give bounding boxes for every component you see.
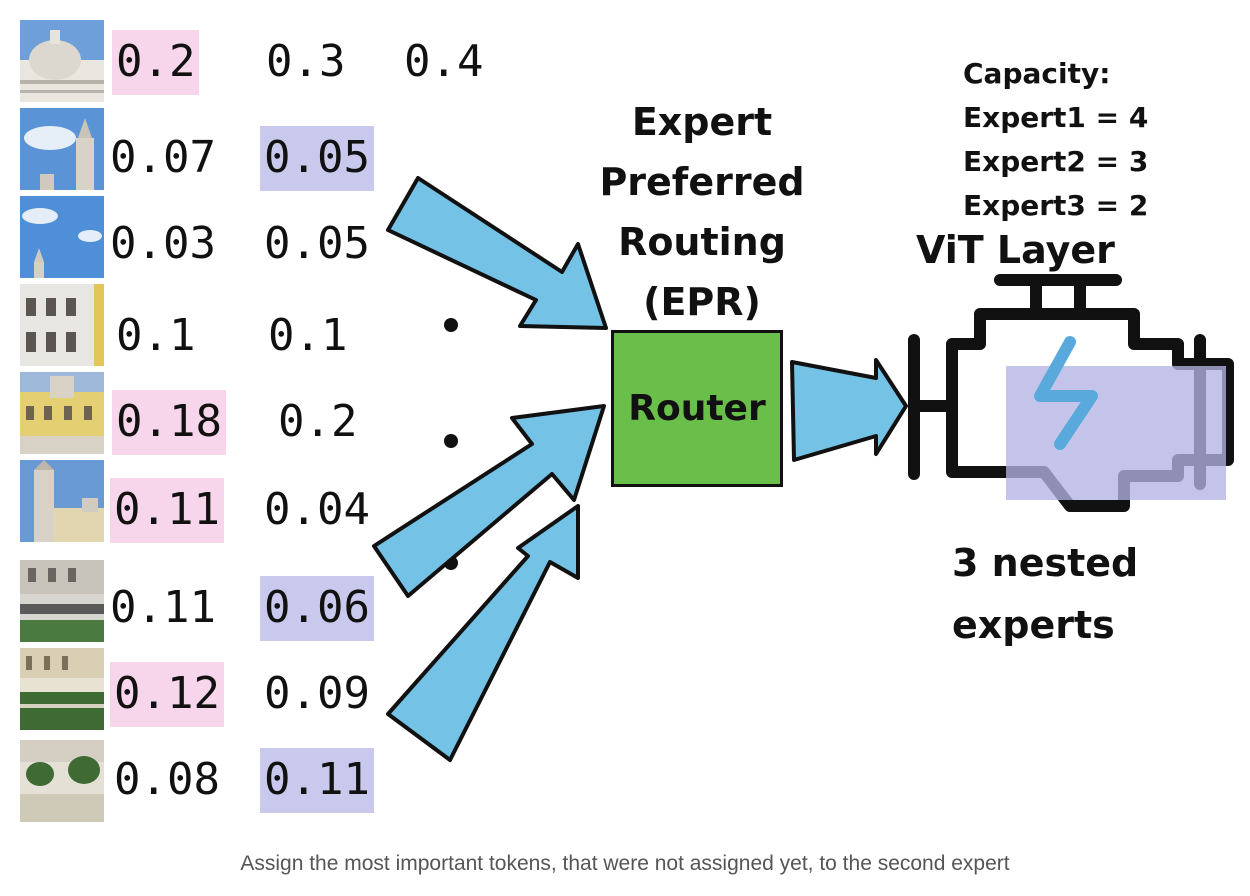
score-r8-c1: 0.12	[110, 662, 224, 727]
capacity-expert3: Expert3 = 2	[963, 189, 1149, 222]
token-image-5	[20, 372, 104, 454]
score-r7-c2: 0.06	[260, 576, 374, 641]
score-r1-c1: 0.2	[112, 30, 200, 95]
score-r2-c1: 0.07	[110, 132, 216, 183]
score-r6-c1: 0.11	[110, 478, 224, 543]
token-image-4	[20, 284, 104, 366]
figure-caption: Assign the most important tokens, that w…	[240, 852, 1010, 875]
ellipsis-dot-1	[444, 318, 458, 332]
arrow-icon	[386, 176, 608, 330]
lightning-bolt-icon	[1034, 336, 1098, 450]
score-r4-c1: 0.1	[116, 310, 196, 361]
epr-line-1: Expert	[631, 100, 773, 144]
token-image-1	[20, 20, 104, 102]
epr-line-2: Preferred	[599, 160, 805, 204]
token-image-9	[20, 740, 104, 822]
capacity-block: Capacity: Expert1 = 4 Expert2 = 3 Expert…	[963, 52, 1148, 228]
token-image-3	[20, 196, 104, 278]
epr-line-3: Routing	[618, 220, 786, 264]
score-r7-c1: 0.11	[110, 582, 216, 633]
score-r2-c2: 0.05	[260, 126, 374, 191]
token-image-8	[20, 648, 104, 730]
score-r9-c2: 0.11	[260, 748, 374, 813]
epr-line-4: (EPR)	[643, 280, 761, 324]
score-r5-c2: 0.2	[278, 396, 358, 447]
score-r3-c1: 0.03	[110, 218, 216, 269]
score-r1-c3: 0.4	[404, 36, 484, 87]
nested-experts-label: 3 nested experts	[952, 532, 1138, 656]
score-r4-c2: 0.1	[268, 310, 348, 361]
token-image-7	[20, 560, 104, 642]
epr-title: Expert Preferred Routing (EPR)	[592, 92, 812, 332]
capacity-expert2: Expert2 = 3	[963, 145, 1149, 178]
capacity-expert1: Expert1 = 4	[963, 101, 1149, 134]
token-image-6	[20, 460, 104, 542]
router-box: Router	[611, 330, 783, 487]
score-r8-c2: 0.09	[264, 668, 370, 719]
nested-line-2: experts	[952, 603, 1115, 647]
score-r5-c1: 0.18	[112, 390, 226, 455]
ellipsis-dot-2	[444, 434, 458, 448]
vit-layer-label: ViT Layer	[916, 228, 1115, 272]
arrow-icon	[372, 404, 606, 598]
arrow-icon	[790, 358, 908, 462]
router-label: Router	[628, 388, 766, 429]
arrow-icon	[386, 504, 580, 762]
score-r1-c2: 0.3	[266, 36, 346, 87]
token-image-2	[20, 108, 104, 190]
capacity-title: Capacity:	[963, 57, 1111, 90]
score-r9-c1: 0.08	[114, 754, 220, 805]
nested-line-1: 3 nested	[952, 541, 1139, 585]
score-r6-c2: 0.04	[264, 484, 370, 535]
score-r3-c2: 0.05	[264, 218, 370, 269]
